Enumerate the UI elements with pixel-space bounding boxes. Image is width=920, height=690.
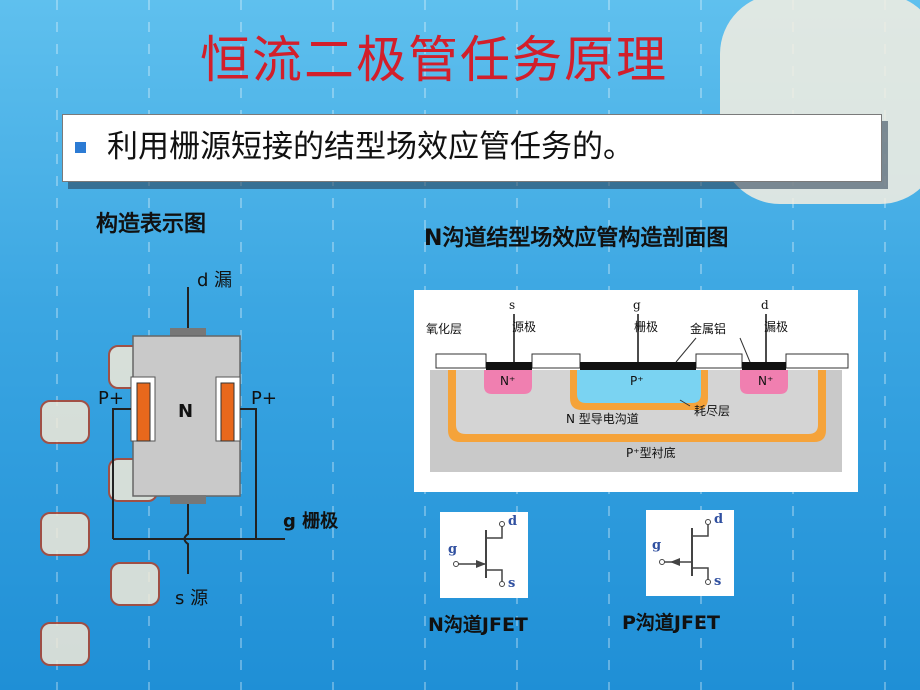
n-jfet-caption: N沟道JFET xyxy=(428,614,528,636)
s-name: 源极 xyxy=(512,320,537,334)
n-jfet-symbol: g d s xyxy=(440,512,528,598)
metal-leader xyxy=(739,337,751,363)
bullet-text: 利用栅源短接的结型场效应管任务的。 xyxy=(107,129,634,165)
n-jfet-diagram xyxy=(453,521,505,587)
gate-arrow-in-icon xyxy=(476,560,486,568)
n-label: N xyxy=(178,401,194,422)
drain-terminal xyxy=(499,521,505,527)
n-plus-right-label: N⁺ xyxy=(758,374,774,388)
gate-arrow-out-icon xyxy=(670,558,680,566)
metal-source xyxy=(486,362,532,370)
p-jfet-d: d xyxy=(714,512,724,527)
slide-title: 恒流二极管任务原理 xyxy=(200,31,668,89)
drain-label: d 漏 xyxy=(197,270,233,291)
p-region-right xyxy=(220,382,235,442)
oxide-block xyxy=(785,353,849,369)
s-letter: s xyxy=(509,298,516,312)
source-line xyxy=(486,569,503,584)
p-jfet-symbol: g d s xyxy=(646,510,734,596)
oxide-block xyxy=(531,353,581,369)
bullet-square-icon xyxy=(75,142,86,153)
p-jfet-g: g xyxy=(652,538,662,553)
p-plus-label: P⁺ xyxy=(630,374,644,388)
left-diagram-heading: 构造表示图 xyxy=(96,212,207,237)
cross-section-panel: s 源极 g 栅极 d 漏极 氧化层 金属铝 N⁺ P⁺ N⁺ N 型导电沟道 … xyxy=(414,290,858,492)
g-name: 栅极 xyxy=(634,320,659,334)
seal-logo xyxy=(110,562,160,606)
n-jfet-g: g xyxy=(448,542,458,557)
depletion-label: 耗尽层 xyxy=(694,404,731,418)
seal-logo xyxy=(40,622,90,666)
oxide-block xyxy=(435,353,487,369)
oxide-label: 氧化层 xyxy=(426,322,463,336)
source-line xyxy=(692,567,709,582)
source-terminal xyxy=(499,581,505,587)
depletion-leader xyxy=(679,399,691,407)
p-jfet-caption: P沟道JFET xyxy=(622,612,720,634)
source-label: s 源 xyxy=(175,588,209,609)
source-contact xyxy=(170,495,206,504)
gate-wire-left xyxy=(112,408,131,539)
right-diagram-heading: N沟道结型场效应管构造剖面图 xyxy=(424,226,729,251)
cross-section-diagram xyxy=(430,314,849,472)
p-region-left xyxy=(136,382,151,442)
source-terminal xyxy=(705,579,711,585)
p-jfet-diagram xyxy=(659,519,711,585)
oxide-block xyxy=(695,353,743,369)
p-right-label: P+ xyxy=(251,388,277,409)
n-jfet-d: d xyxy=(508,514,518,529)
seal-logo xyxy=(40,400,90,444)
gate-wire-right xyxy=(240,408,257,539)
p-left-label: P+ xyxy=(98,388,124,409)
gate-terminal xyxy=(453,561,459,567)
gate-terminal xyxy=(659,559,665,565)
d-name: 漏极 xyxy=(764,320,789,334)
metal-leader xyxy=(675,337,697,363)
d-letter: d xyxy=(761,298,769,312)
drain-line xyxy=(486,524,503,539)
gate-label: g 栅极 xyxy=(283,511,339,532)
g-letter: g xyxy=(633,298,641,312)
seal-logo xyxy=(40,512,90,556)
n-plus-left-label: N⁺ xyxy=(500,374,516,388)
p-plus-gate xyxy=(577,370,701,403)
channel-label: N 型导电沟道 xyxy=(566,412,639,426)
drain-terminal xyxy=(705,519,711,525)
p-jfet-s: s xyxy=(714,574,722,589)
source-lead xyxy=(183,504,189,574)
metal-label: 金属铝 xyxy=(690,322,727,336)
n-plus-right xyxy=(740,370,788,394)
n-plus-left xyxy=(484,370,532,394)
bullet-box: 利用栅源短接的结型场效应管任务的。 xyxy=(62,114,882,182)
n-jfet-s: s xyxy=(508,576,516,591)
drain-contact xyxy=(170,328,206,337)
substrate-label: P⁺型衬底 xyxy=(626,446,676,460)
metal-drain xyxy=(742,362,786,370)
metal-gate xyxy=(580,362,696,370)
drain-line xyxy=(692,522,709,537)
